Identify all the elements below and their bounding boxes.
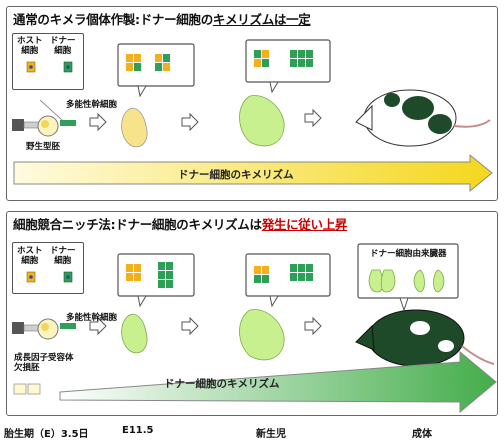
panel2-title-emph: 発生に従い上昇 — [261, 217, 348, 232]
panel1-title-prefix: 通常のキメラ個体作製:ドナー細胞の — [13, 12, 213, 27]
stage-newborn: 新生児 — [256, 429, 286, 440]
pipette-holder-icon — [12, 119, 24, 131]
panel2-title-prefix: 細胞競合ニッチ法:ドナー細胞のキメリズムは — [13, 217, 262, 232]
stage-e11-5: E11.5 — [122, 425, 154, 436]
panel2-title: 細胞競合ニッチ法:ドナー細胞のキメリズムは発生に従い上昇 — [13, 214, 347, 233]
host-cell-label-2: ホスト 細胞 — [17, 246, 43, 266]
donor-cell-label-2: ドナー 細胞 — [50, 246, 76, 266]
step-arrow-3 — [304, 108, 322, 128]
chimerism-arrow-increasing — [59, 350, 497, 414]
panel1-title-emph: キメリズムは一定 — [212, 12, 311, 27]
chimerism-arrow-constant — [13, 153, 493, 193]
kidney-icon — [413, 269, 425, 293]
stage-e3-5: 胎生期（E）3.5日 — [4, 429, 89, 440]
cell-legend-box-2 — [12, 242, 84, 294]
host-cell-label-1: ホスト 細胞 — [17, 36, 43, 56]
donor-organ-label: ドナー細胞由来臓器 — [370, 249, 447, 259]
panel1-title: 通常のキメラ個体作製:ドナー細胞のキメリズムは一定 — [13, 9, 311, 28]
stem-cell-label-2: 多能性幹細胞 — [66, 313, 118, 323]
arrow-label-2: ドナー細胞のキメリズム — [164, 378, 280, 390]
step-arrow-1 — [89, 112, 107, 132]
lung-icon — [368, 269, 384, 293]
newborn-pup-icon — [239, 95, 285, 147]
step-arrow-2 — [181, 112, 199, 132]
e11-embryo-icon — [121, 107, 148, 148]
cell-legend-box-1 — [12, 33, 84, 90]
embryo-label-1: 野生型胚 — [26, 142, 61, 152]
embryo-label-2: 成長因子受容体 欠損胚 — [14, 353, 74, 373]
donor-cell-label-1: ドナー 細胞 — [50, 36, 76, 56]
stem-cell-label-1: 多能性幹細胞 — [66, 100, 118, 110]
arrow-label-1: ドナー細胞のキメリズム — [178, 169, 294, 181]
stage-adult: 成体 — [412, 429, 432, 440]
